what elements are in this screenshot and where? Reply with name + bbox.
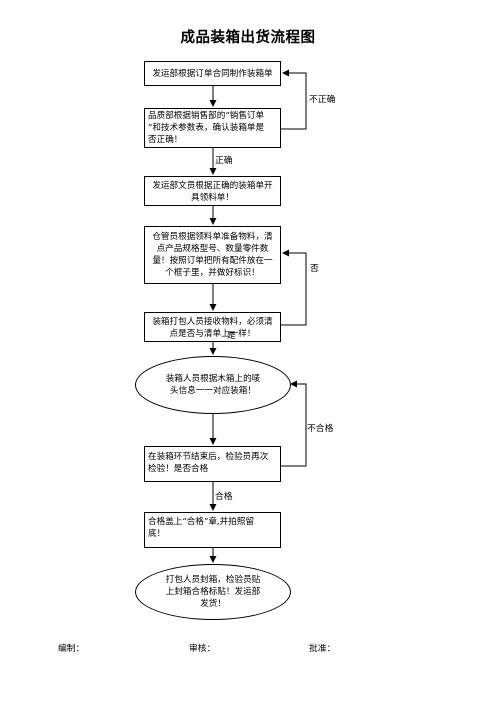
step-inspector-line-1: 在装箱环节结束后，检验员再次 — [148, 452, 269, 462]
step-seal-line-3: 发货！ — [200, 599, 226, 609]
step-stamp-line-1: 合格盖上“合格”章,并拍照留 — [148, 517, 255, 527]
label-yes: 是 — [227, 331, 236, 341]
step-seal-and-ship: 打包人员封箱，检验员贴 上封箱合格标贴！发运部 发货！ — [135, 564, 291, 620]
step-seal-line-1: 打包人员封箱，检验员贴 — [165, 575, 261, 585]
step-make-packing-list: 发运部根据订单合同制作装箱单 — [144, 61, 281, 86]
step-warehouse-line-3: 量！按照订单把所有配件放在一 — [152, 256, 273, 266]
step-issue-requisition-line-1: 发运部文员根据正确的装箱单开 — [152, 181, 273, 191]
step-packer-receive-materials: 装箱打包人员接收物料，必须清 点是否与清单上一样！ — [144, 312, 281, 342]
step-packer-line-2: 点是否与清单上一样！ — [169, 329, 256, 339]
label-qualified: 合格 — [215, 492, 233, 502]
step-warehouse-line-4: 个框子里，并做好标识！ — [165, 268, 260, 278]
loop-no — [281, 249, 307, 326]
label-correct: 正确 — [215, 156, 233, 166]
step-make-packing-list-text: 发运部根据订单合同制作装箱单 — [152, 69, 273, 79]
step-pack-by-shipping-marks: 装箱人员根据木箱上的唛 头信息一一对应装箱！ — [135, 356, 291, 414]
step-warehouse-prepare-materials: 仓管员根据领料单准备物料，清 点产品规格型号、数量零件数 量！按照订单把所有配件… — [144, 226, 281, 284]
step-packer-line-1: 装箱打包人员接收物料，必须清 — [152, 317, 273, 327]
step-quality-check-line-1: 品质部根据销售部的“销售订单 — [148, 111, 265, 121]
footer-reviewed-by: 审核： — [189, 644, 216, 654]
step-quality-check-packing-list: 品质部根据销售部的“销售订单 ”和技术参数表，确认装箱单是 否正确！ — [144, 108, 281, 148]
label-unqualified: 不合格 — [307, 424, 334, 434]
step-quality-check-line-2: ”和技术参数表，确认装箱单是 — [148, 123, 265, 133]
label-no: 否 — [310, 264, 319, 274]
step-warehouse-line-2: 点产品规格型号、数量零件数 — [156, 244, 269, 254]
page-title: 成品装箱出货流程图 — [180, 30, 316, 46]
step-stamp-qualified: 合格盖上“合格”章,并拍照留 底！ — [144, 512, 281, 548]
step-quality-check-line-3: 否正确！ — [148, 135, 183, 145]
step-issue-requisition-line-2: 具领料单！ — [191, 193, 234, 203]
step-seal-line-2: 上封箱合格标贴！发运部 — [165, 587, 261, 597]
step-stamp-line-2: 底！ — [148, 529, 166, 539]
loop-unqualified — [281, 380, 307, 467]
loop-incorrect — [281, 69, 307, 130]
footer-prepared-by: 编制： — [58, 644, 85, 654]
step-issue-requisition: 发运部文员根据正确的装箱单开 具领料单！ — [144, 176, 281, 206]
step-pack-line-1: 装箱人员根据木箱上的唛 — [165, 374, 261, 384]
footer-approved-by: 批准： — [309, 644, 336, 654]
step-pack-line-2: 头信息一一对应装箱！ — [170, 386, 256, 396]
step-inspector-recheck: 在装箱环节结束后，检验员再次 检验！是否合格 — [144, 446, 281, 482]
step-warehouse-line-1: 仓管员根据领料单准备物料，清 — [152, 232, 273, 242]
step-inspector-line-2: 检验！是否合格 — [148, 464, 209, 474]
label-incorrect: 不正确 — [309, 95, 336, 105]
